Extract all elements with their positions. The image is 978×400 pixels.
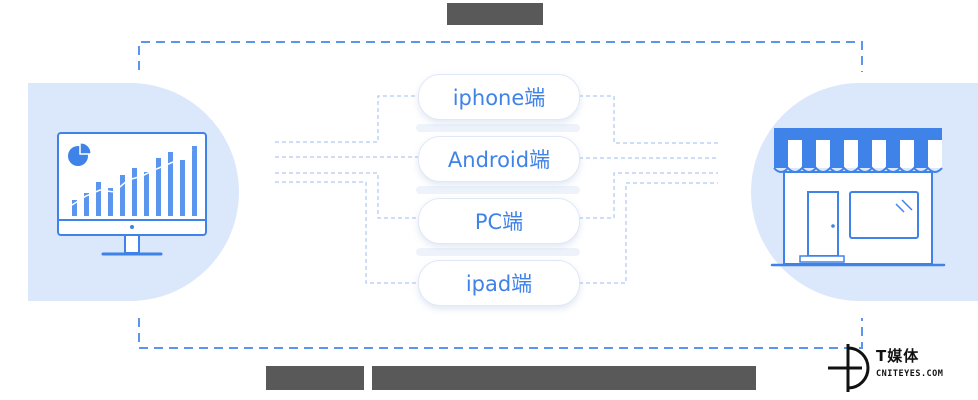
watermark-mark-icon (828, 344, 870, 392)
trend-line-icon (71, 149, 193, 206)
platform-pill-ipad: ipad端 (418, 260, 580, 306)
redacted-caption-label (266, 366, 364, 390)
connector-left-iphone (275, 95, 418, 143)
redacted-title (447, 3, 543, 25)
connector-left-ipad (275, 181, 418, 284)
platform-pill-pc: PC端 (418, 198, 580, 244)
store-door-icon (807, 191, 839, 257)
bar-chart-icon (72, 146, 197, 216)
pie-chart-icon (68, 142, 92, 166)
redacted-caption-text (372, 366, 756, 390)
pill-shadow (416, 248, 580, 256)
pill-shadow (416, 186, 580, 194)
connector-right-ipad (579, 182, 718, 284)
platform-pill-android: Android端 (418, 136, 580, 182)
watermark-logo: T媒体 CNITEYES.COM (826, 342, 976, 394)
connector-right-iphone (579, 95, 718, 144)
platform-pill-iphone: iphone端 (418, 74, 580, 120)
pill-shadow (416, 124, 580, 132)
connector-left-pc (275, 172, 418, 219)
watermark-subtitle: CNITEYES.COM (876, 369, 944, 379)
store-window-icon (849, 191, 919, 239)
watermark-title: T媒体 (876, 347, 920, 365)
awning-icon (773, 128, 943, 173)
frame-top (138, 41, 863, 72)
connector-right-pc (579, 172, 718, 219)
frame-bottom (138, 318, 863, 349)
